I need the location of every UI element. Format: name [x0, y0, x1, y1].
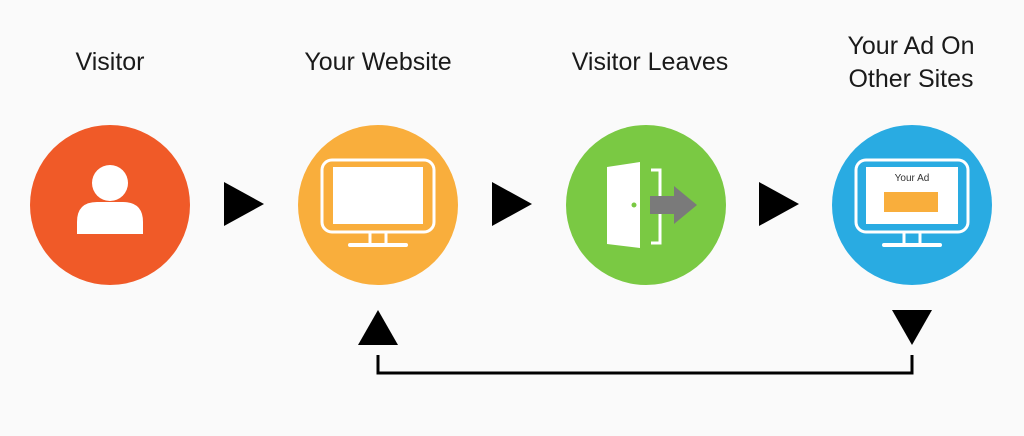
label-your-website: Your Website — [304, 48, 452, 76]
exit-arrow — [650, 186, 697, 224]
visitor-node — [30, 125, 190, 285]
flow-arrow-2 — [492, 182, 532, 226]
down-arrow — [892, 310, 932, 345]
monitor-icon — [320, 158, 436, 247]
visitor-leaves-circle — [566, 125, 726, 285]
label-line-2: Other Sites — [848, 65, 974, 93]
flow-arrow-1 — [224, 182, 264, 226]
label-visitor: Visitor — [75, 48, 145, 76]
person-icon — [77, 165, 143, 234]
label-visitor-leaves: Visitor Leaves — [571, 48, 729, 76]
visitor-leaves-node — [566, 125, 726, 285]
label-your-ad-on-other-sites: Your Ad On Other Sites — [801, 30, 1021, 96]
return-loop-line — [376, 355, 914, 375]
up-arrow — [358, 310, 398, 345]
monitor-ad-icon: Your Ad — [854, 158, 970, 247]
ad-block — [884, 192, 938, 212]
ad-node: Your Ad — [832, 125, 992, 285]
label-line-1: Your Ad On — [847, 32, 975, 60]
door-exit-icon — [607, 162, 697, 248]
flow-arrow-3 — [759, 182, 799, 226]
website-node — [298, 125, 458, 285]
ad-text: Your Ad — [895, 173, 930, 184]
